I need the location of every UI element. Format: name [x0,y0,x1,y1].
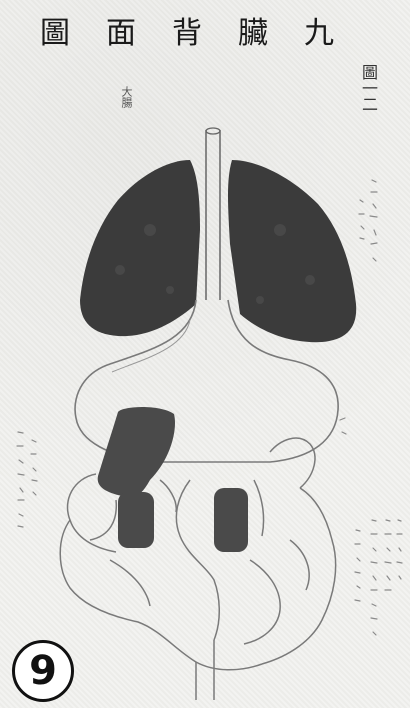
left-lung [80,160,200,336]
trachea [206,128,220,300]
left-kidney [118,492,154,548]
right-lung [228,160,356,342]
right-kidney [214,488,248,552]
plate-number-badge: 9 [12,640,74,702]
